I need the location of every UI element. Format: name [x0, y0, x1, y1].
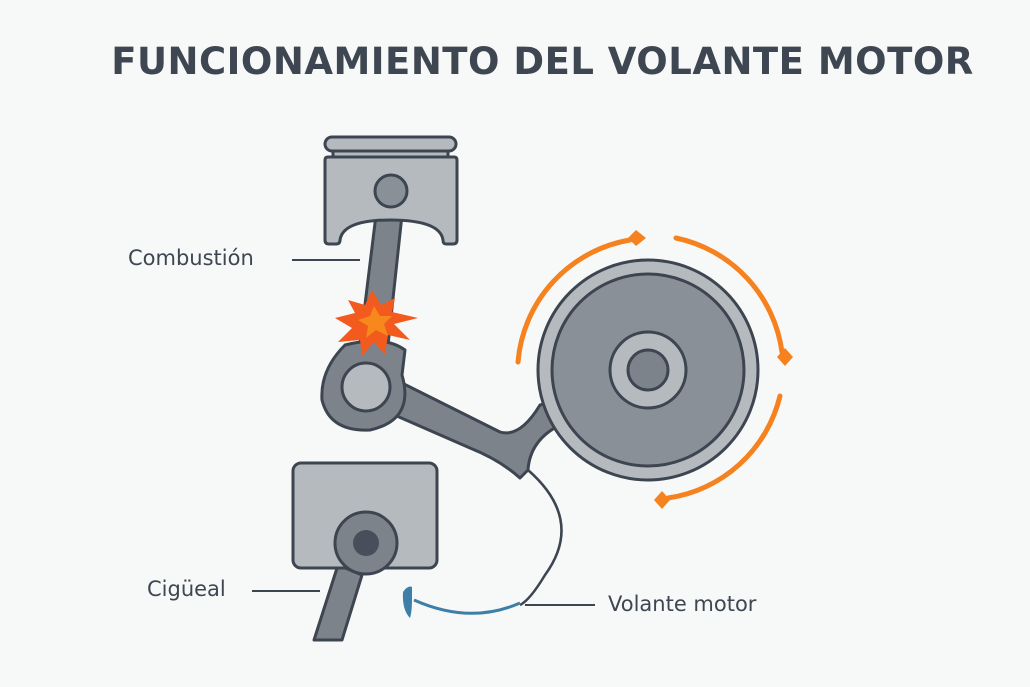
- crankshaft: [291, 461, 439, 642]
- rotation-arrows-icon: [515, 235, 785, 501]
- return-arrow-icon: [402, 586, 521, 618]
- piston: [323, 135, 459, 246]
- crank-arm: [358, 370, 562, 480]
- link-curve: [519, 469, 563, 607]
- label-combustion: Combustión: [128, 246, 254, 270]
- diagram-title: FUNCIONAMIENTO DEL VOLANTE MOTOR: [111, 40, 974, 83]
- label-crankshaft: Cigüeal: [147, 577, 226, 601]
- flywheel: [536, 258, 760, 482]
- label-flywheel: Volante motor: [608, 592, 757, 616]
- combustion-explosion-icon: [335, 290, 418, 356]
